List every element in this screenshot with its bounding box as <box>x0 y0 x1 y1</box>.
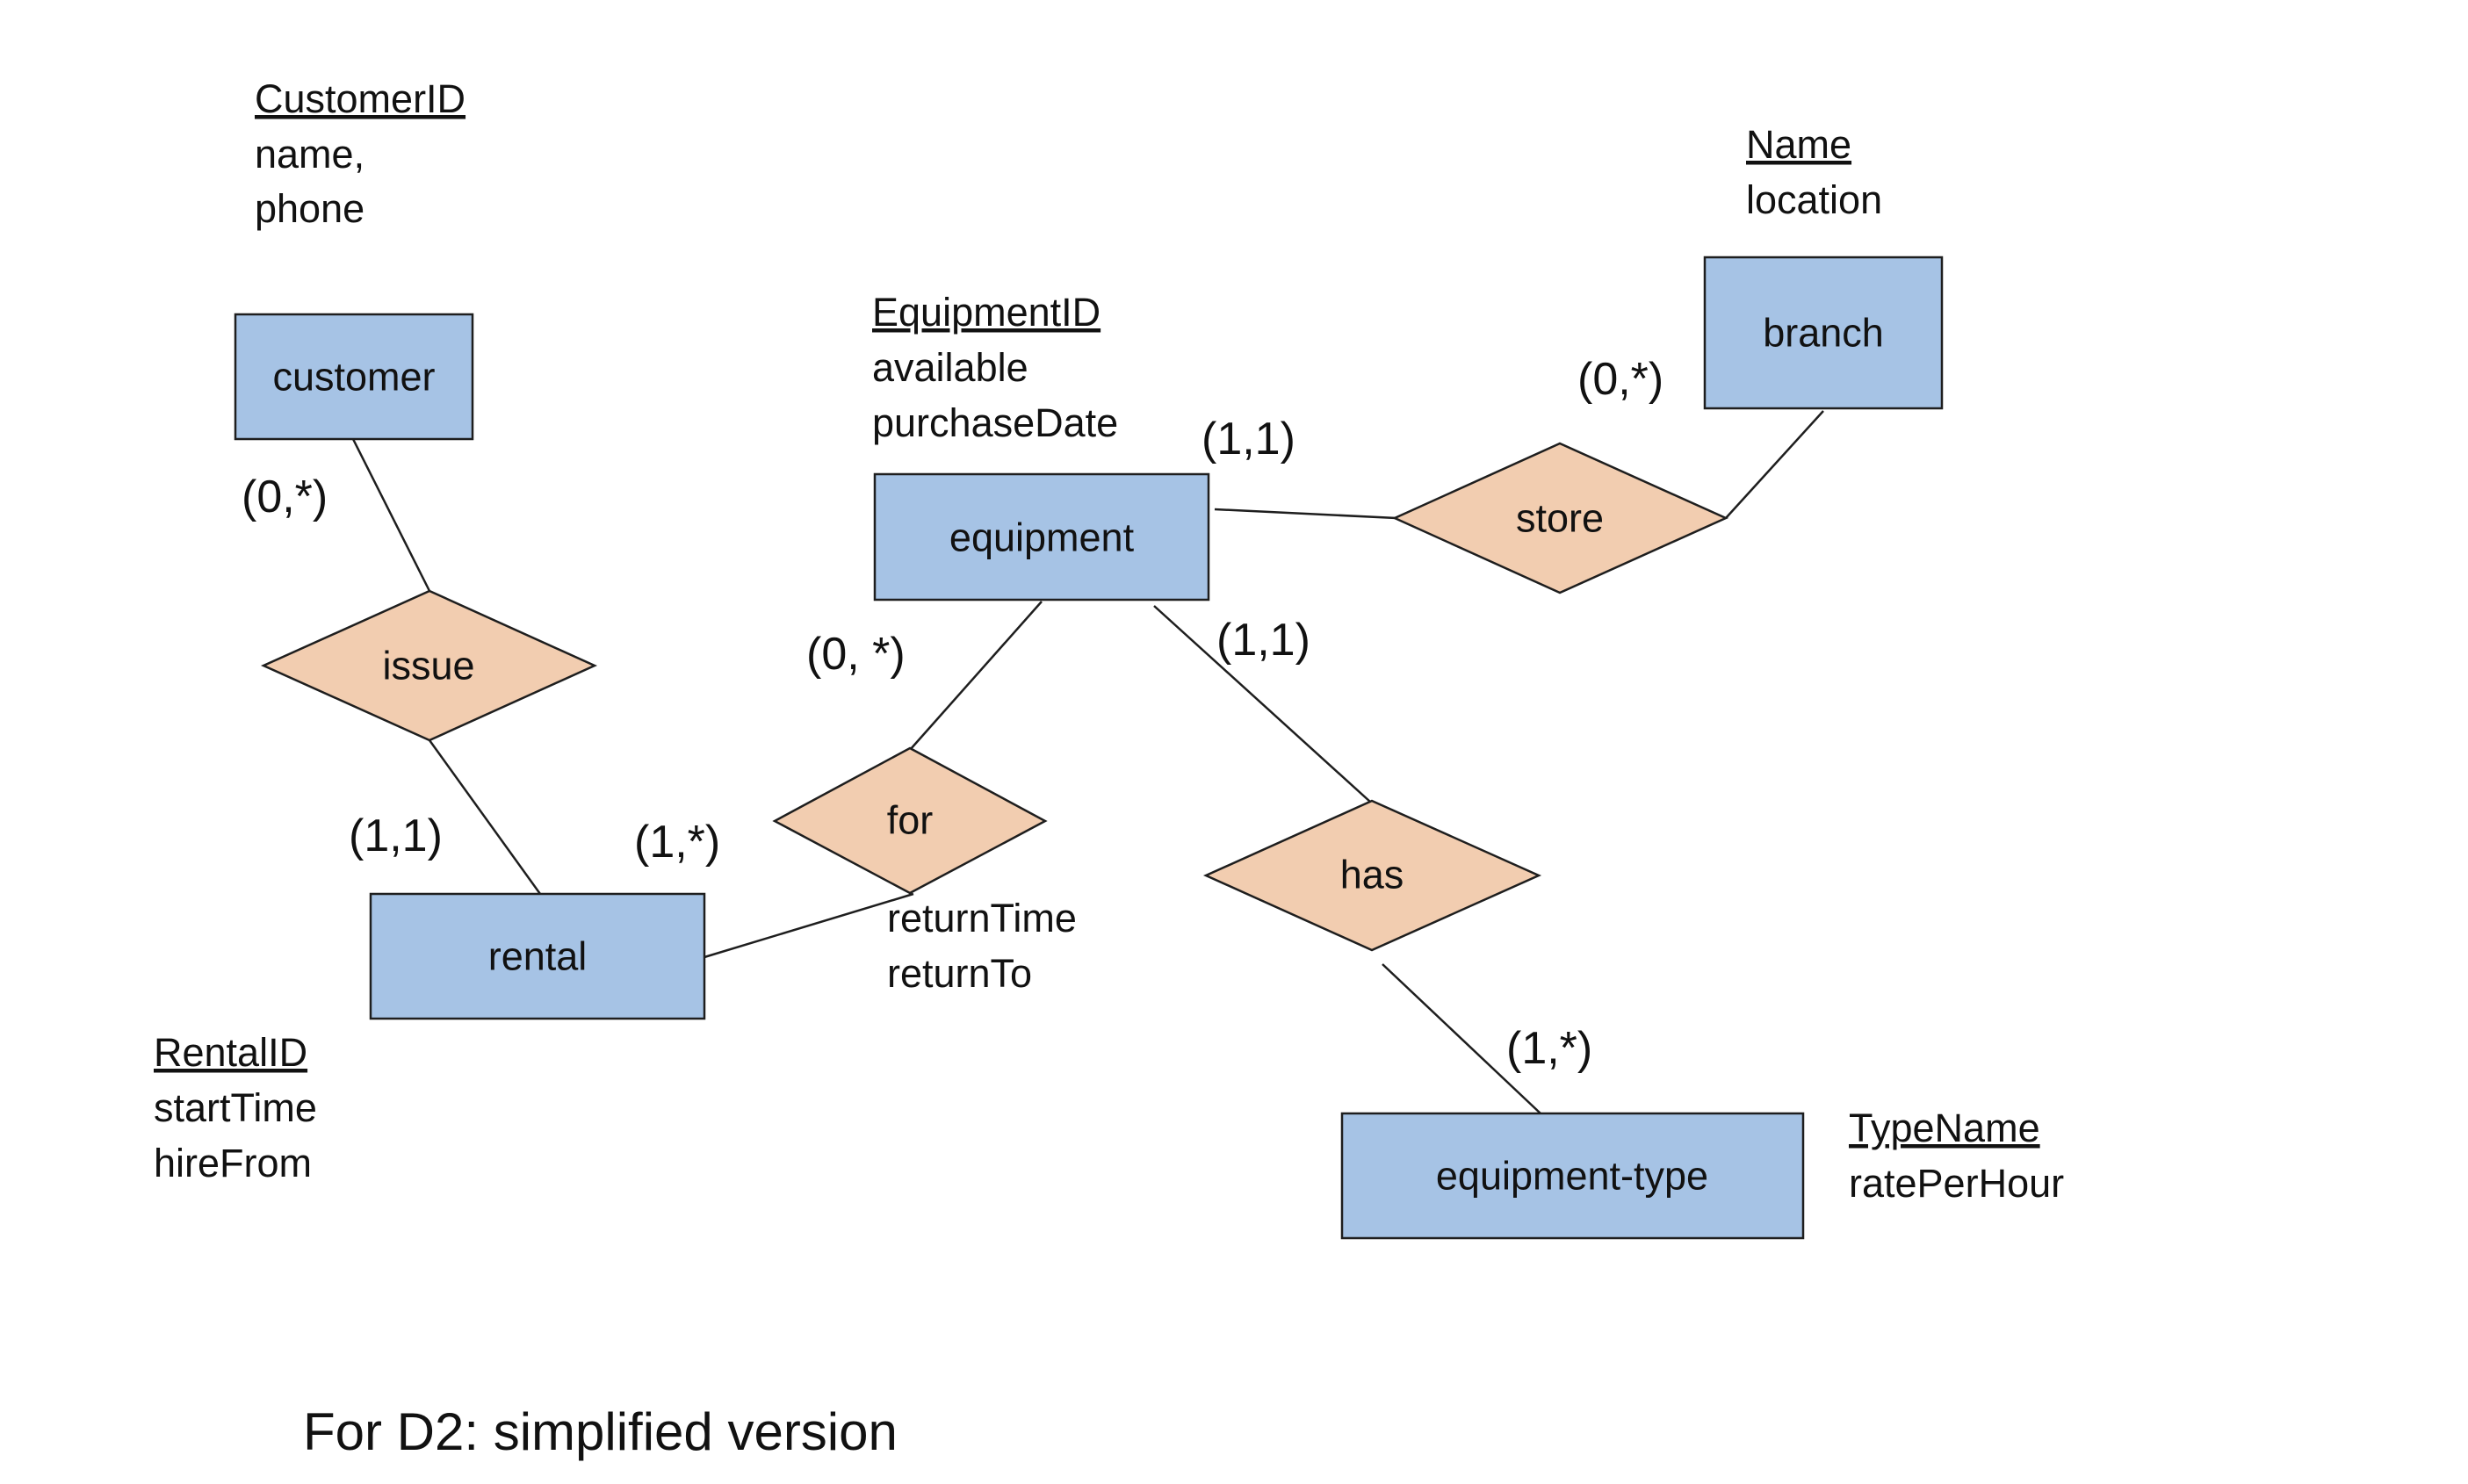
relationship-has-diamond <box>1202 799 1542 952</box>
cardinality-issue-rental: (1,1) <box>349 810 443 861</box>
attribute-available: available <box>872 345 1028 390</box>
line-equipment-for <box>909 601 1043 751</box>
relationship-has-label: has <box>1340 853 1404 897</box>
attribute-key-customerid: CustomerID <box>255 76 465 121</box>
relationship-for[interactable]: for <box>772 746 1048 895</box>
attribute-returnto: returnTo <box>887 951 1032 996</box>
relationship-store-label: store <box>1516 496 1604 541</box>
attribute-returntime: returnTime <box>887 896 1077 940</box>
entity-equipment-type-box <box>1340 1112 1805 1240</box>
entity-equipment-type-label: equipment-type <box>1436 1154 1708 1199</box>
relationship-issue-diamond <box>260 589 598 742</box>
entity-branch[interactable]: branch <box>1703 256 1944 410</box>
attribute-starttime: startTime <box>154 1085 317 1130</box>
attribute-key-name: Name <box>1746 122 1851 167</box>
cardinality-customer-issue: (0,*) <box>242 472 328 522</box>
attribute-key-typename: TypeName <box>1849 1106 2040 1150</box>
line-has-type <box>1382 963 1541 1114</box>
line-customer-issue <box>351 438 431 592</box>
entity-equipment-label: equipment <box>949 515 1135 560</box>
cardinality-equipment-store: (1,1) <box>1202 414 1295 465</box>
entity-rental-label: rental <box>488 934 588 979</box>
cardinality-branch-store: (0,*) <box>1577 354 1663 405</box>
relationship-for-diamond <box>772 746 1048 895</box>
entity-customer[interactable]: customer <box>234 313 474 441</box>
relationship-issue[interactable]: issue <box>260 589 598 742</box>
line-equipment-has <box>1153 605 1371 803</box>
attribute-location: location <box>1746 177 1882 222</box>
entity-rental[interactable]: rental <box>369 892 706 1020</box>
cardinality-equipment-has: (1,1) <box>1216 615 1310 666</box>
entity-branch-label: branch <box>1763 311 1884 356</box>
attribute-purchasedate: purchaseDate <box>872 400 1118 445</box>
relationship-issue-label: issue <box>382 644 474 688</box>
diagram-caption: For D2: simplified version <box>303 1402 898 1461</box>
attribute-phone: phone <box>255 186 364 231</box>
attributes-for: returnTime returnTo <box>887 896 1077 996</box>
connectors <box>351 410 1824 1114</box>
line-equipment-store <box>1214 508 1397 520</box>
cardinality-equipment-for: (0, *) <box>806 629 906 680</box>
attributes-equipment: EquipmentID available purchaseDate <box>872 290 1118 445</box>
attributes-branch: Name location <box>1746 122 1882 222</box>
cardinality-type-has: (1,*) <box>1506 1023 1592 1074</box>
entity-branch-box <box>1703 256 1944 410</box>
attribute-name: name, <box>255 132 364 176</box>
entity-equipment[interactable]: equipment <box>873 472 1210 602</box>
attribute-hirefrom: hireFrom <box>154 1141 312 1185</box>
attributes-rental: RentalID startTime hireFrom <box>154 1030 317 1185</box>
entity-customer-box <box>234 313 474 441</box>
attribute-key-equipmentid: EquipmentID <box>872 290 1100 335</box>
entity-equipment-type[interactable]: equipment-type <box>1340 1112 1805 1240</box>
line-store-branch <box>1725 410 1824 519</box>
attributes-customer: CustomerID name, phone <box>255 76 465 231</box>
attribute-rateperhour: ratePerHour <box>1849 1161 2064 1206</box>
attribute-key-rentalid: RentalID <box>154 1030 307 1075</box>
cardinalities: (0,*) (1,1) (1,*) (0, *) (1,1) (0,*) (1,… <box>242 354 1663 1074</box>
line-rental-for <box>704 892 914 959</box>
entity-equipment-box <box>873 472 1210 602</box>
relationship-store[interactable]: store <box>1391 442 1729 594</box>
relationship-store-diamond <box>1391 442 1729 594</box>
relationship-has[interactable]: has <box>1202 799 1542 952</box>
entity-customer-label: customer <box>272 355 435 400</box>
relationship-for-label: for <box>887 798 934 843</box>
entity-rental-box <box>369 892 706 1020</box>
cardinality-rental-for: (1,*) <box>634 817 720 868</box>
attributes-equipment-type: TypeName ratePerHour <box>1849 1106 2064 1206</box>
line-issue-rental <box>428 739 542 895</box>
